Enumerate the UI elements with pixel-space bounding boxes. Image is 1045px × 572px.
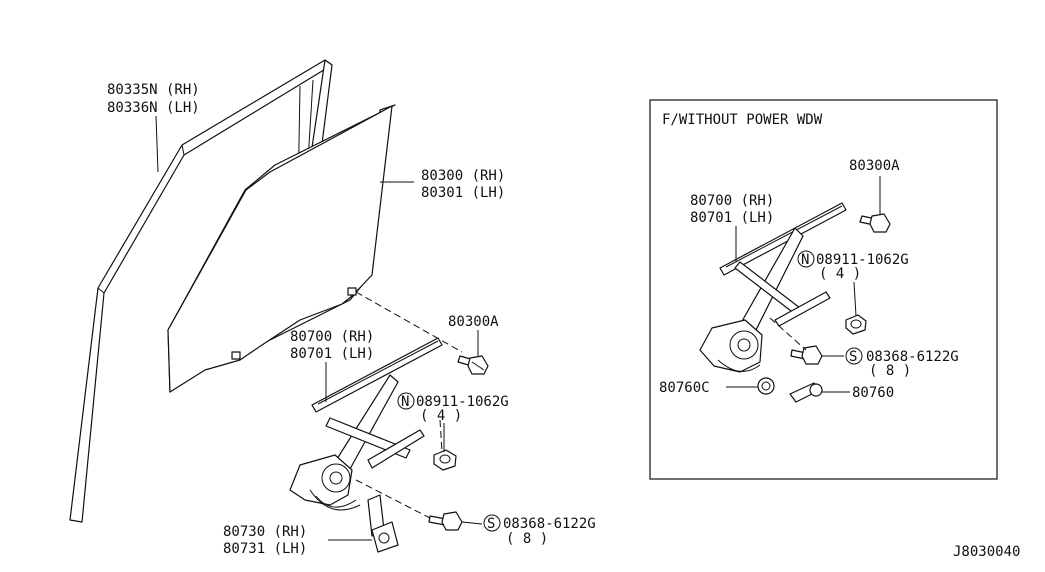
label-nut-qty: ( 4 ) — [420, 408, 462, 424]
label-screw-qty: ( 8 ) — [506, 531, 548, 547]
label-motor-rh: 80730 (RH) — [223, 524, 307, 540]
leader-sash — [155, 115, 159, 173]
screw-08368-6122G — [428, 511, 463, 531]
regulator-motor — [367, 494, 399, 553]
label-bolt: 80300A — [448, 314, 499, 330]
screw-symbol-letter: S — [487, 516, 495, 532]
nut-symbol-letter: N — [401, 394, 409, 410]
ref-line-nut — [439, 419, 443, 453]
inset-title: F/WITHOUT POWER WDW — [662, 112, 823, 128]
inset-screw-08368-6122G — [790, 345, 823, 365]
inset-bolt-80300A — [859, 213, 891, 233]
label-glass-rh: 80300 (RH) — [421, 168, 505, 184]
nut-symbol-circle — [397, 392, 415, 410]
inset-nut-08911-1062G — [845, 314, 867, 335]
label-nut: 08911-1062G — [416, 394, 509, 410]
inset-screw-symbol-letter: S — [849, 349, 857, 365]
label-glass-lh: 80301 (LH) — [421, 185, 505, 201]
ref-line-screw — [355, 479, 431, 519]
inset-label-screw: 08368-6122G — [866, 349, 959, 365]
inset-label-washer: 80760C — [659, 380, 710, 396]
inset-nut-symbol-letter: N — [801, 252, 809, 268]
inset-nut-symbol-circle — [797, 250, 815, 268]
inset-handle-80760 — [789, 382, 823, 403]
diagram-id: J8030040 — [953, 544, 1020, 560]
window-regulator — [289, 337, 443, 511]
inset-box — [649, 99, 998, 480]
screw-symbol-circle — [483, 514, 501, 532]
bolt-80300A — [457, 355, 489, 375]
label-sash-rh: 80335N (RH) — [107, 82, 200, 98]
inset-washer-80760C — [757, 377, 775, 395]
label-screw: 08368-6122G — [503, 516, 596, 532]
inset-label-nut: 08911-1062G — [816, 252, 909, 268]
inset-leader-nut — [853, 281, 857, 317]
inset-ref-line — [769, 317, 807, 351]
label-regulator-lh: 80701 (LH) — [290, 346, 374, 362]
ref-line-glass-bolt — [355, 291, 463, 353]
leader-screw — [461, 521, 483, 525]
nut-08911-1062G — [433, 449, 457, 471]
inset-regulator — [699, 202, 847, 373]
inset-label-handle: 80760 — [852, 385, 894, 401]
inset-screw-symbol-circle — [845, 347, 863, 365]
inset-label-nut-qty: ( 4 ) — [819, 266, 861, 282]
inset-label-screw-qty: ( 8 ) — [869, 363, 911, 379]
inset-label-regulator-lh: 80701 (LH) — [690, 210, 774, 226]
door-glass — [167, 104, 396, 393]
label-regulator-rh: 80700 (RH) — [290, 329, 374, 345]
inset-label-bolt: 80300A — [849, 158, 900, 174]
label-sash-lh: 80336N (LH) — [107, 100, 200, 116]
label-motor-lh: 80731 (LH) — [223, 541, 307, 557]
inset-label-regulator-rh: 80700 (RH) — [690, 193, 774, 209]
